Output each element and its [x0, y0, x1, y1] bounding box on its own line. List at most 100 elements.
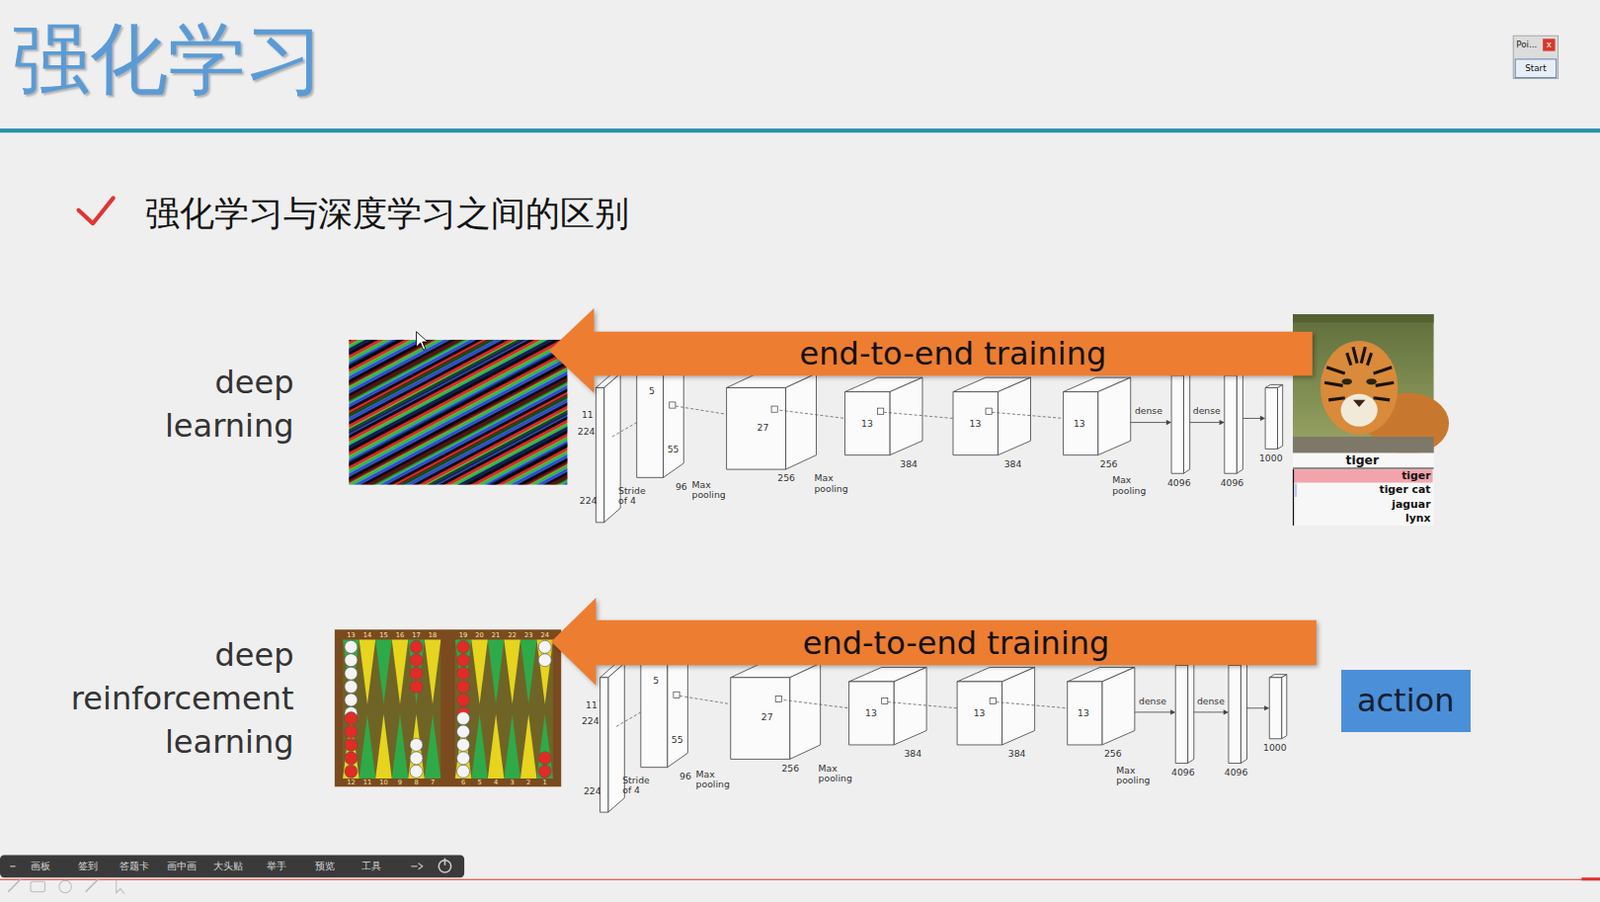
- checker: [457, 653, 471, 667]
- board-point: [471, 714, 488, 779]
- checker: [457, 640, 471, 653]
- layer-block: [1183, 371, 1190, 474]
- point-number: 24: [540, 631, 550, 640]
- layer-dimension: dense: [1134, 405, 1163, 416]
- cnn-diagram: [600, 640, 1287, 813]
- kernel-projection: [995, 702, 1067, 709]
- kernel-square: [985, 407, 992, 414]
- layer-dimension: 27: [757, 422, 770, 433]
- checker: [538, 764, 552, 778]
- tiger-image: [1292, 314, 1449, 526]
- layer-block: [608, 662, 626, 812]
- layer-dimension: 13: [1073, 418, 1086, 429]
- kernel-projection: [883, 411, 954, 418]
- checker: [344, 724, 358, 738]
- layer-dimension: 384: [1008, 748, 1027, 759]
- layer-block: [844, 392, 889, 456]
- layer-block: [1236, 371, 1243, 474]
- point-number: 8: [413, 778, 418, 787]
- board-point: [392, 714, 409, 779]
- checker: [409, 666, 423, 680]
- board-point: [487, 640, 505, 705]
- layer-dimension: 224: [577, 426, 596, 437]
- layer-dimension: 224: [583, 786, 602, 797]
- class-label: jaguar: [1391, 497, 1431, 511]
- kernel-square: [775, 695, 782, 702]
- layer-dimension: 55: [671, 734, 684, 745]
- dense-arrow: [1247, 707, 1267, 709]
- training-arrow: end-to-end training: [549, 308, 1313, 394]
- toolbar-button: 预览: [315, 860, 335, 873]
- layer-block: [1281, 674, 1287, 739]
- checker: [538, 640, 552, 653]
- layer-dimension: 5: [648, 386, 655, 397]
- class-label: lynx: [1405, 511, 1431, 525]
- point-number: 11: [363, 778, 373, 787]
- kernel-projection: [679, 695, 731, 704]
- layer-dimension: Max pooling: [691, 480, 739, 500]
- pixel-image: [348, 339, 567, 485]
- kernel-square: [881, 697, 888, 704]
- point-number: 15: [379, 631, 389, 640]
- slide-title: 强化学习: [11, 12, 324, 106]
- point-number: 17: [411, 631, 421, 640]
- checker: [457, 724, 471, 738]
- dense-arrowhead: [1219, 419, 1225, 425]
- checker: [457, 751, 471, 765]
- checker: [344, 737, 358, 751]
- layer-block: [1175, 664, 1188, 763]
- kernel-square: [669, 401, 676, 408]
- checker: [457, 712, 471, 725]
- layer-dimension: 13: [973, 708, 986, 719]
- layer-block: [1002, 666, 1036, 744]
- class-heading: tiger: [1346, 453, 1380, 469]
- layer-dimension: 55: [667, 444, 680, 455]
- dense-arrow: [1130, 421, 1168, 423]
- board-point: [407, 714, 425, 779]
- layer-block: [786, 373, 817, 470]
- kernel-projection: [675, 405, 727, 414]
- layer-dimension: Max pooling: [818, 763, 867, 784]
- toolbar-button: 画中画: [166, 860, 197, 873]
- point-number: 16: [396, 631, 405, 640]
- layer-block: [1171, 375, 1184, 474]
- point-number: 10: [379, 778, 389, 787]
- kernel-projection: [783, 700, 849, 709]
- layer-block: [600, 677, 609, 812]
- point-number: 22: [507, 631, 517, 640]
- action-box: action: [1341, 669, 1471, 732]
- layer-block: [1102, 666, 1135, 744]
- board-point: [359, 714, 377, 779]
- layer-dimension: 384: [903, 748, 922, 759]
- layer-block: [1098, 377, 1131, 455]
- row-label: deep learning: [164, 360, 295, 448]
- layer-block: [1265, 387, 1278, 449]
- point-number: 9: [398, 778, 402, 787]
- toolbar-button: 举手: [266, 860, 287, 873]
- board-point: [392, 640, 409, 705]
- toolbar-button: 答题卡: [119, 860, 150, 873]
- layer-dimension: 224: [579, 495, 598, 506]
- layer-block: [637, 365, 664, 479]
- checker: [344, 712, 358, 725]
- checker: [344, 764, 358, 778]
- kernel-square: [989, 697, 996, 704]
- point-number: 23: [524, 631, 534, 640]
- checker: [344, 666, 358, 680]
- layer-dimension: 384: [899, 459, 918, 470]
- kernel-projection: [991, 411, 1063, 418]
- layer-dimension: 96: [679, 771, 692, 782]
- board-point: [359, 640, 377, 705]
- layer-dimension: 224: [581, 716, 600, 726]
- class-label: tiger: [1401, 469, 1431, 482]
- toolbar: [0, 854, 1600, 893]
- backgammon-board: [334, 629, 561, 787]
- toolbar-button: 画板: [30, 860, 51, 873]
- layer-block: [595, 387, 604, 522]
- dense-arrowhead: [1264, 705, 1270, 711]
- layer-block: [953, 392, 998, 456]
- layer-dimension: dense: [1193, 405, 1221, 416]
- board-point: [471, 640, 488, 705]
- board-point: [520, 640, 538, 705]
- kernel-square: [771, 405, 778, 412]
